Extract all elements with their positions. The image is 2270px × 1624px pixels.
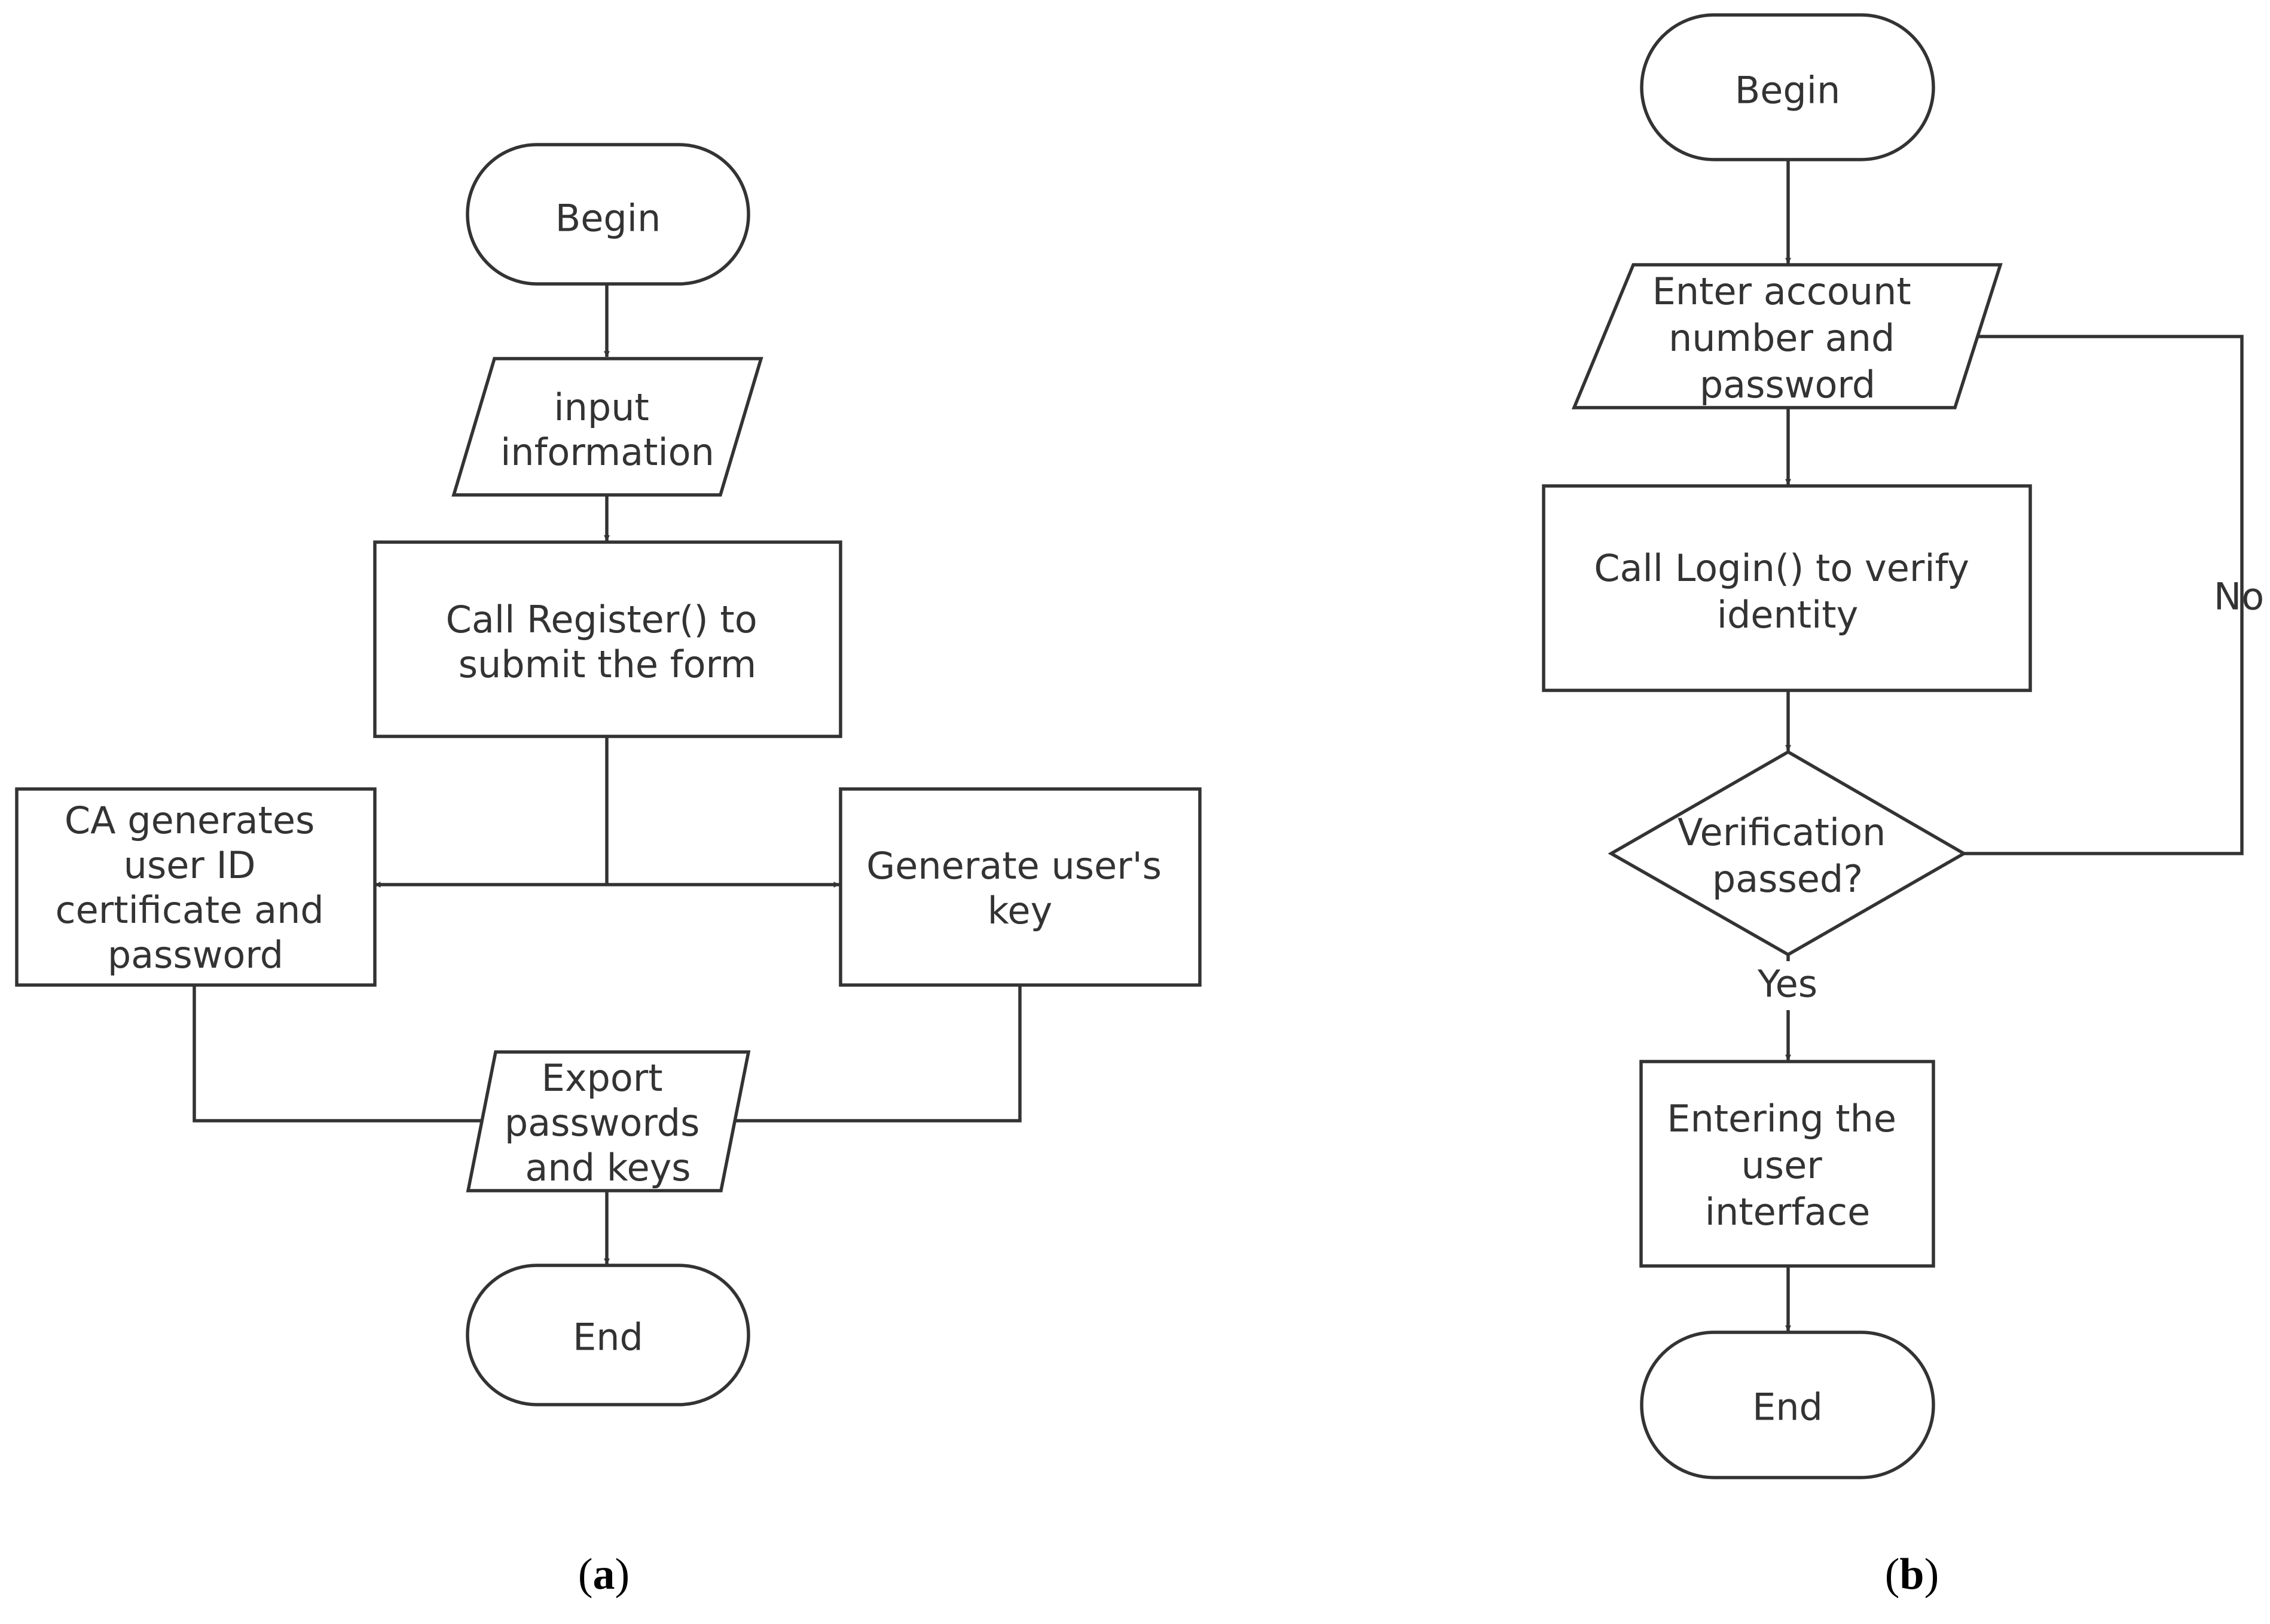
caption-b-close: ) bbox=[1924, 1550, 1939, 1599]
node-b-begin: Begin bbox=[1640, 13, 1935, 161]
node-a-end: End bbox=[466, 1264, 750, 1406]
node-a-export: Export passwords and keys bbox=[466, 1050, 751, 1192]
svg-text:Entering the user: Entering the user interface bbox=[1667, 1097, 1908, 1234]
node-a-ca-line-3: certificate and bbox=[56, 888, 324, 932]
parallelogram-shape bbox=[451, 357, 763, 497]
node-a-ca-line-2: user ID bbox=[124, 843, 256, 887]
svg-text:Generate user's key: Generate user's key bbox=[866, 844, 1174, 932]
terminator-shape bbox=[1640, 1331, 1935, 1479]
process-shape bbox=[1639, 1060, 1935, 1268]
node-a-genkey: Generate user's key bbox=[839, 787, 1202, 987]
node-a-input: input information bbox=[451, 357, 763, 497]
caption-a-open: ( bbox=[578, 1550, 593, 1599]
node-b-ui-line-3: interface bbox=[1705, 1190, 1871, 1234]
node-a-input-line-1: input bbox=[554, 386, 649, 429]
edge-label-no: No bbox=[2214, 575, 2264, 619]
node-a-register: Call Register() to submit the form bbox=[373, 540, 842, 738]
terminator-shape bbox=[466, 1264, 750, 1406]
node-b-ui: Entering the user interface bbox=[1639, 1060, 1935, 1268]
diagram-a-edges bbox=[193, 284, 1022, 1265]
node-b-begin-label: Begin bbox=[1735, 69, 1841, 112]
caption-a-close: ) bbox=[615, 1550, 630, 1599]
node-b-ui-line-1: Entering the bbox=[1667, 1097, 1896, 1140]
node-a-end-label: End bbox=[573, 1316, 643, 1359]
node-a-genkey-line-2: key bbox=[988, 889, 1053, 932]
node-b-ui-line-2: user bbox=[1742, 1143, 1823, 1187]
svg-text:Call Login() to verify: Call Login() to verify identity bbox=[1594, 546, 1981, 637]
diagram-a: Begin input information Call Register() … bbox=[15, 143, 1202, 1599]
caption-b-open: ( bbox=[1885, 1550, 1900, 1599]
svg-text:Verification passed?: Verification passed? bbox=[1678, 811, 1898, 901]
diagram-b-edges bbox=[1785, 160, 2244, 1332]
node-b-enter-line-3: password bbox=[1700, 363, 1875, 406]
edge-genkey-to-export bbox=[722, 985, 1022, 1124]
node-b-verify-line-2: passed? bbox=[1712, 857, 1863, 901]
node-b-login-line-1: Call Login() to verify bbox=[1594, 546, 1969, 590]
caption-b: (b) bbox=[1885, 1550, 1939, 1599]
node-b-verify: Verification passed? bbox=[1608, 750, 1967, 957]
caption-b-letter: b bbox=[1899, 1550, 1924, 1599]
caption-a: (a) bbox=[578, 1550, 630, 1599]
node-a-begin-label: Begin bbox=[555, 197, 661, 240]
edge-ca-to-export bbox=[193, 985, 494, 1124]
edge-verify-no-loop bbox=[1964, 334, 2244, 855]
svg-text:CA generates user ID: CA generates user ID certificate and pas… bbox=[56, 799, 336, 977]
node-a-export-line-3: and keys bbox=[525, 1146, 691, 1189]
node-a-begin: Begin bbox=[466, 143, 750, 286]
node-a-register-line-1: Call Register() to bbox=[446, 598, 757, 641]
node-a-input-line-2: information bbox=[500, 430, 714, 474]
process-shape bbox=[373, 540, 842, 738]
node-a-export-line-1: Export bbox=[542, 1056, 663, 1100]
svg-text:Export passwords: Export passwords and keys bbox=[505, 1056, 711, 1189]
node-a-ca-line-4: password bbox=[108, 933, 283, 977]
caption-a-letter: a bbox=[593, 1550, 615, 1599]
edge-label-yes: Yes bbox=[1757, 962, 1817, 1006]
node-b-enter: Enter account number and password bbox=[1571, 263, 2003, 409]
node-b-verify-line-1: Verification bbox=[1678, 811, 1886, 854]
process-shape bbox=[15, 787, 377, 987]
node-a-export-line-2: passwords bbox=[505, 1101, 700, 1145]
node-a-ca-line-1: CA generates bbox=[65, 799, 315, 842]
node-a-ca: CA generates user ID certificate and pas… bbox=[15, 787, 377, 987]
svg-text:input information: input information bbox=[500, 386, 714, 474]
process-shape bbox=[839, 787, 1202, 987]
diagram-b: Begin Enter account number and password … bbox=[1542, 13, 2264, 1599]
parallelogram-shape bbox=[1571, 263, 2003, 409]
node-b-login-line-2: identity bbox=[1717, 593, 1859, 637]
node-a-genkey-line-1: Generate user's bbox=[866, 844, 1162, 888]
node-b-enter-line-2: number and bbox=[1669, 316, 1895, 360]
node-b-end-label: End bbox=[1752, 1386, 1823, 1429]
terminator-shape bbox=[1640, 13, 1935, 161]
node-b-login: Call Login() to verify identity bbox=[1542, 484, 2032, 692]
parallelogram-shape bbox=[466, 1050, 751, 1192]
node-a-register-line-2: submit the form bbox=[459, 643, 757, 686]
node-b-enter-line-1: Enter account bbox=[1652, 270, 1911, 313]
terminator-shape bbox=[466, 143, 750, 286]
svg-text:Call Register() to sub: Call Register() to submit the form bbox=[446, 598, 769, 686]
decision-diamond bbox=[1608, 750, 1967, 957]
process-shape bbox=[1542, 484, 2032, 692]
svg-text:Enter account number a: Enter account number and password bbox=[1652, 270, 1923, 406]
node-b-end: End bbox=[1640, 1331, 1935, 1479]
